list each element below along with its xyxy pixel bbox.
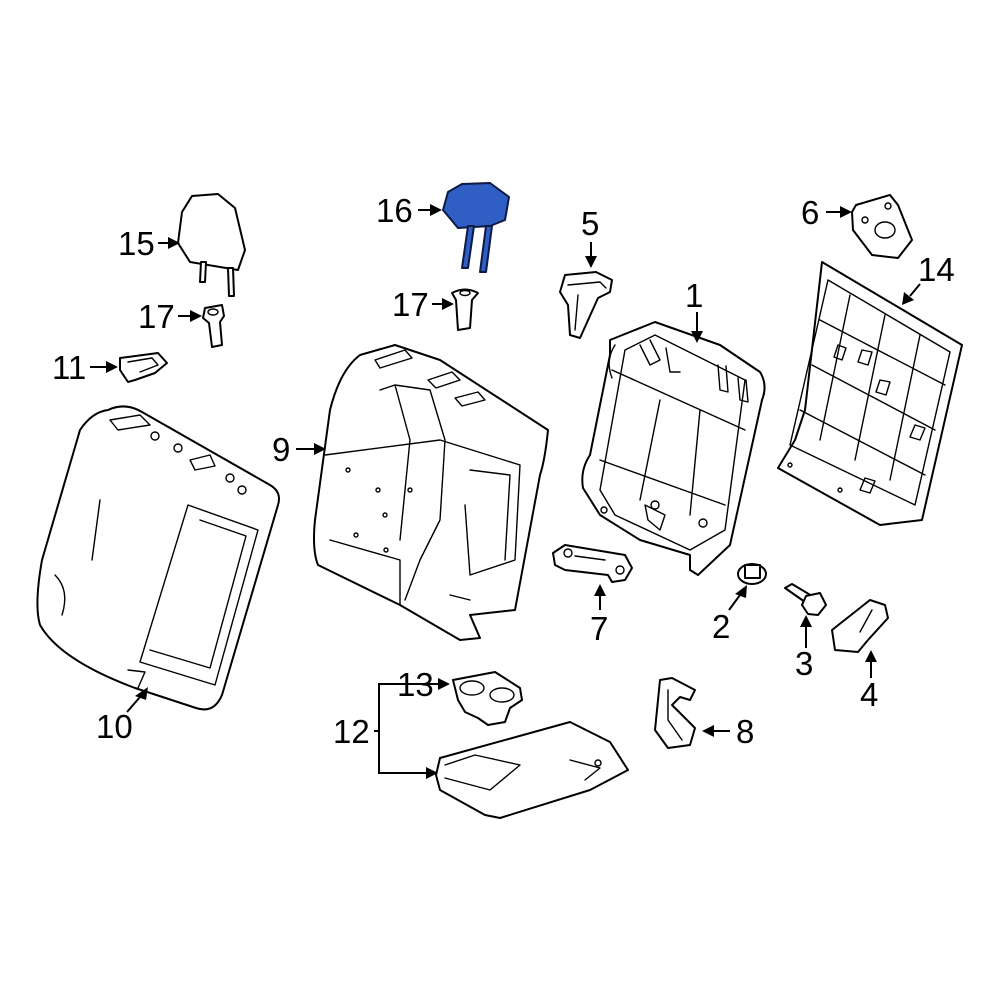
part-10-seatback-pad xyxy=(36,405,280,711)
callout-labels: 1 2 3 4 5 6 7 8 9 10 11 12 13 14 15 16 1… xyxy=(52,192,955,750)
part-17-guide-center xyxy=(451,288,479,331)
part-12-armrest xyxy=(435,721,629,819)
part-13-cup-holder xyxy=(452,671,523,726)
callout-5: 5 xyxy=(581,205,599,242)
callout-17-center: 17 xyxy=(392,286,429,323)
callout-16: 16 xyxy=(376,192,413,229)
callout-10: 10 xyxy=(96,708,133,745)
callout-14: 14 xyxy=(918,251,955,288)
callout-12: 12 xyxy=(333,713,370,750)
part-7-bracket xyxy=(552,544,633,583)
part-6-bracket xyxy=(851,194,913,259)
callout-11: 11 xyxy=(52,349,86,386)
callout-1: 1 xyxy=(685,277,703,314)
part-5-hinge-cover xyxy=(559,271,613,339)
callout-13: 13 xyxy=(397,666,434,703)
callout-2: 2 xyxy=(712,608,730,645)
callout-7: 7 xyxy=(590,610,608,647)
part-15-headrest xyxy=(177,193,246,297)
part-1-seatback-frame xyxy=(581,321,766,576)
part-9-seatback-foam xyxy=(313,344,549,641)
part-11-cover xyxy=(119,352,168,383)
part-2-nut xyxy=(737,563,767,585)
part-3-bolt xyxy=(784,583,827,616)
leader-lines xyxy=(90,204,921,779)
callout-9: 9 xyxy=(272,431,290,468)
callout-4: 4 xyxy=(860,676,878,713)
callout-17-left: 17 xyxy=(138,298,175,335)
part-8-cover xyxy=(654,677,696,749)
part-4-cover xyxy=(831,599,889,653)
part-16-headrest-highlighted[interactable] xyxy=(442,182,510,273)
part-17-guide-left xyxy=(202,304,225,348)
callout-3: 3 xyxy=(795,645,813,682)
callout-8: 8 xyxy=(736,713,754,750)
callout-15: 15 xyxy=(118,225,155,262)
part-14-back-board xyxy=(777,261,963,526)
callout-6: 6 xyxy=(801,194,819,231)
